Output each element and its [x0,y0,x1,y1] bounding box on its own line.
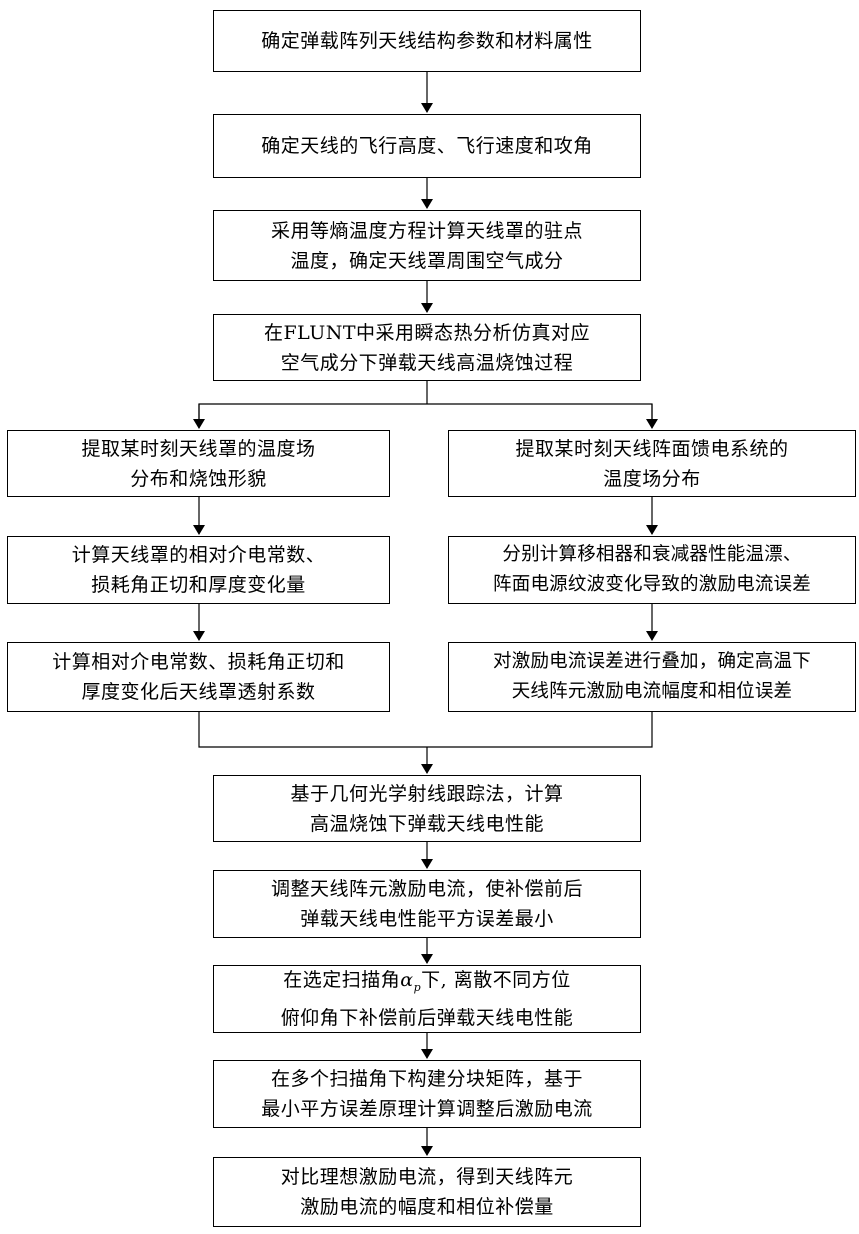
step-scan-angle-discretize-label: 在选定扫描角αp下, 离散不同方位 俯仰角下补偿前后弹载天线电性能 [281,965,574,1033]
alpha-subscript: p [414,981,422,994]
step-feed-temperature-field: 提取某时刻天线阵面馈电系统的 温度场分布 [448,430,856,497]
step-flight-conditions: 确定天线的飞行高度、飞行速度和攻角 [213,114,641,178]
step-flight-conditions-label: 确定天线的飞行高度、飞行速度和攻角 [261,131,593,161]
step-excitation-current-error: 分别计算移相器和衰减器性能温漂、 阵面电源纹波变化导致的激励电流误差 [448,536,856,604]
step-radome-temperature-field: 提取某时刻天线罩的温度场 分布和烧蚀形貌 [7,430,390,497]
alpha-symbol: α [400,969,413,991]
step-compensation-amount: 对比理想激励电流，得到天线阵元 激励电流的幅度和相位补偿量 [213,1157,641,1227]
step-structure-params: 确定弹载阵列天线结构参数和材料属性 [213,10,641,72]
step-stagnation-temperature: 采用等熵温度方程计算天线罩的驻点 温度，确定天线罩周围空气成分 [213,210,641,281]
scan-angle-symbol: αp [400,969,421,991]
connector-merge-bar [199,712,652,747]
step-ray-tracing: 基于几何光学射线跟踪法，计算 高温烧蚀下弹载天线电性能 [213,775,641,842]
step-adjust-excitation-label: 调整天线阵元激励电流，使补偿前后 弹载天线电性能平方误差最小 [271,874,583,934]
step-stagnation-temperature-label: 采用等熵温度方程计算天线罩的驻点 温度，确定天线罩周围空气成分 [271,216,583,276]
step-dielectric-change-label: 计算天线罩的相对介电常数、 损耗角正切和厚度变化量 [72,540,326,600]
step-dielectric-change: 计算天线罩的相对介电常数、 损耗角正切和厚度变化量 [7,536,390,604]
step-block-matrix-label: 在多个扫描角下构建分块矩阵，基于 最小平方误差原理计算调整后激励电流 [261,1064,593,1124]
scan-angle-text-a: 在选定扫描角 [283,969,400,991]
step-block-matrix: 在多个扫描角下构建分块矩阵，基于 最小平方误差原理计算调整后激励电流 [213,1060,641,1128]
step-radome-temperature-field-label: 提取某时刻天线罩的温度场 分布和烧蚀形貌 [81,434,315,494]
step-excitation-current-error-label: 分别计算移相器和衰减器性能温漂、 阵面电源纹波变化导致的激励电流误差 [493,540,811,600]
step-ray-tracing-label: 基于几何光学射线跟踪法，计算 高温烧蚀下弹载天线电性能 [290,779,563,839]
step-scan-angle-discretize: 在选定扫描角αp下, 离散不同方位 俯仰角下补偿前后弹载天线电性能 [213,965,641,1033]
step-error-superposition: 对激励电流误差进行叠加，确定高温下 天线阵元激励电流幅度和相位误差 [448,642,856,712]
step-transmission-coefficient: 计算相对介电常数、损耗角正切和 厚度变化后天线罩透射系数 [7,642,390,712]
scan-angle-text-c: 俯仰角下补偿前后弹载天线电性能 [281,1007,574,1029]
step-feed-temperature-field-label: 提取某时刻天线阵面馈电系统的 温度场分布 [515,434,788,494]
step-adjust-excitation: 调整天线阵元激励电流，使补偿前后 弹载天线电性能平方误差最小 [213,870,641,938]
step-ablation-simulation: 在FLUNT中采用瞬态热分析仿真对应 空气成分下弹载天线高温烧蚀过程 [213,314,641,381]
step-error-superposition-label: 对激励电流误差进行叠加，确定高温下 天线阵元激励电流幅度和相位误差 [493,647,811,707]
step-transmission-coefficient-label: 计算相对介电常数、损耗角正切和 厚度变化后天线罩透射系数 [52,647,345,707]
scan-angle-text-b: 下, 离散不同方位 [421,969,571,991]
step-structure-params-label: 确定弹载阵列天线结构参数和材料属性 [261,26,593,56]
step-ablation-simulation-label: 在FLUNT中采用瞬态热分析仿真对应 空气成分下弹载天线高温烧蚀过程 [264,318,590,378]
step-compensation-amount-label: 对比理想激励电流，得到天线阵元 激励电流的幅度和相位补偿量 [281,1162,574,1222]
connector-split-bar [199,404,652,426]
